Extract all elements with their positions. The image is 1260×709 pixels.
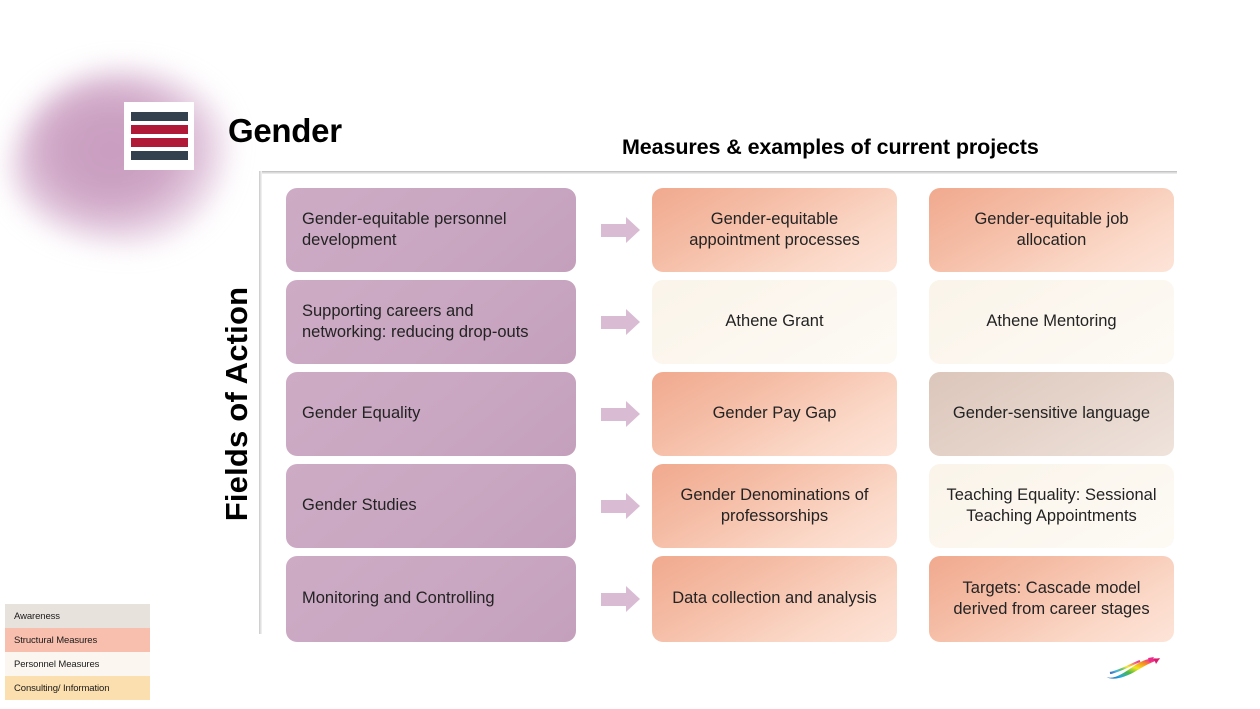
measure-box[interactable]: Gender Pay Gap xyxy=(652,372,897,456)
arrow-cell xyxy=(576,372,652,456)
field-of-action-box[interactable]: Gender Studies xyxy=(286,464,576,548)
column-gap xyxy=(897,188,929,272)
decorative-blob xyxy=(12,70,227,245)
legend: Awareness Structural Measures Personnel … xyxy=(5,604,150,700)
logo-bar-dark-top xyxy=(130,112,188,121)
legend-item-personnel-measures: Personnel Measures xyxy=(5,652,150,676)
legend-item-structural-measures: Structural Measures xyxy=(5,628,150,652)
field-of-action-box[interactable]: Gender-equitable personnel development xyxy=(286,188,576,272)
table-row: Supporting careers and networking: reduc… xyxy=(286,280,1177,364)
measure-box[interactable]: Gender-sensitive language xyxy=(929,372,1174,456)
measure-box[interactable]: Athene Grant xyxy=(652,280,897,364)
arrow-cell xyxy=(576,280,652,364)
measure-box[interactable]: Targets: Cascade model derived from care… xyxy=(929,556,1174,642)
column-gap xyxy=(897,556,929,642)
arrow-cell xyxy=(576,464,652,548)
field-of-action-box[interactable]: Supporting careers and networking: reduc… xyxy=(286,280,576,364)
left-axis-divider xyxy=(259,171,262,634)
arrow-right-icon xyxy=(601,586,640,612)
axis-label-fields-of-action: Fields of Action xyxy=(219,286,254,522)
rainbow-swoosh-logo xyxy=(1104,656,1162,682)
logo-bar-red-upper xyxy=(130,125,188,134)
measures-matrix: Gender-equitable personnel development G… xyxy=(286,188,1177,642)
measure-box[interactable]: Teaching Equality: Sessional Teaching Ap… xyxy=(929,464,1174,548)
field-of-action-box[interactable]: Monitoring and Controlling xyxy=(286,556,576,642)
arrow-cell xyxy=(576,556,652,642)
column-gap xyxy=(897,372,929,456)
section-title: Measures & examples of current projects xyxy=(622,135,1039,159)
measure-box[interactable]: Gender Denominations of professorships xyxy=(652,464,897,548)
arrow-right-icon xyxy=(601,309,640,335)
header-divider xyxy=(260,171,1177,174)
measure-box[interactable]: Gender-equitable job allocation xyxy=(929,188,1174,272)
institution-bar-logo xyxy=(124,102,194,170)
arrow-right-icon xyxy=(601,493,640,519)
measure-box[interactable]: Athene Mentoring xyxy=(929,280,1174,364)
legend-item-awareness: Awareness xyxy=(5,604,150,628)
column-gap xyxy=(897,280,929,364)
logo-bar-red-lower xyxy=(130,138,188,147)
measure-box[interactable]: Gender-equitable appointment processes xyxy=(652,188,897,272)
field-of-action-box[interactable]: Gender Equality xyxy=(286,372,576,456)
page-title: Gender xyxy=(228,112,342,149)
arrow-right-icon xyxy=(601,217,640,243)
table-row: Gender-equitable personnel development G… xyxy=(286,188,1177,272)
arrow-right-icon xyxy=(601,401,640,427)
table-row: Monitoring and Controlling Data collecti… xyxy=(286,556,1177,642)
measure-box[interactable]: Data collection and analysis xyxy=(652,556,897,642)
arrow-cell xyxy=(576,188,652,272)
legend-item-consulting-information: Consulting/ Information xyxy=(5,676,150,700)
column-gap xyxy=(897,464,929,548)
table-row: Gender Studies Gender Denominations of p… xyxy=(286,464,1177,548)
table-row: Gender Equality Gender Pay Gap Gender-se… xyxy=(286,372,1177,456)
logo-bar-dark-bottom xyxy=(130,151,188,160)
